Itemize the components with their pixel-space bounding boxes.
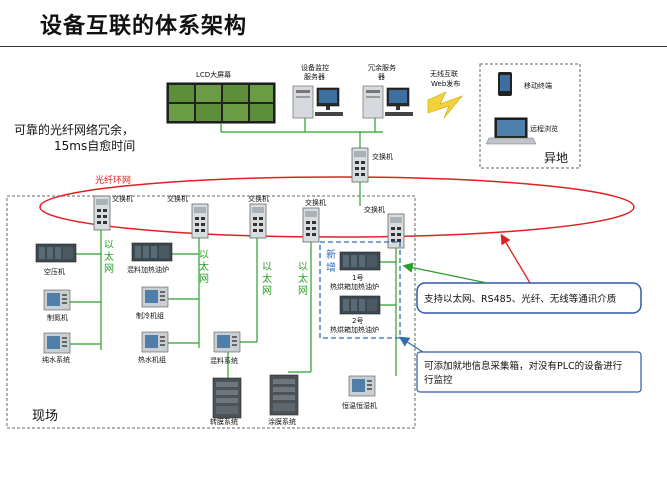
redundancy-note-line1: 可靠的光纤网络冗余， <box>14 122 134 137</box>
ethernet-label-4: 以 太 网 <box>298 262 308 297</box>
monitor-server-label-1: 设备监控 <box>301 63 329 72</box>
ethernet-label-2: 以 太 网 <box>199 250 209 285</box>
ring-switch-4-label: 交换机 <box>305 198 326 207</box>
nitrogen-hmi-icon <box>43 289 71 311</box>
mixer-oil-label: 混料加热油炉 <box>127 265 169 274</box>
pure-water-label: 纯水系统 <box>42 355 70 364</box>
remote-area-box <box>479 63 581 169</box>
mobile-terminal-icon <box>498 72 512 96</box>
svg-text:网: 网 <box>104 263 114 275</box>
mixer-system-hmi-icon <box>213 331 241 353</box>
chiller-label: 制冷机组 <box>136 311 164 320</box>
site-label: 现场 <box>32 409 58 424</box>
remote-view-label: 远程浏览 <box>530 124 558 133</box>
laptop-icon <box>485 117 537 145</box>
oven-2-plc-icon <box>339 295 381 315</box>
ring-switch-2-icon <box>191 203 209 239</box>
protocols-callout-box <box>416 282 642 314</box>
oven-2-number: 2号 <box>352 317 363 325</box>
collector-to-new-arrow <box>398 336 424 353</box>
redundancy-note-line2: 15ms自愈时间 <box>54 138 135 153</box>
ring-switch-1-label: 交换机 <box>112 194 133 203</box>
const-temp-hmi-icon <box>348 375 376 397</box>
svg-text:太: 太 <box>199 260 209 273</box>
fiber-ring <box>39 176 635 238</box>
mobile-terminal-label: 移动终端 <box>524 81 552 90</box>
wireless-label-2: Web发布 <box>431 79 460 88</box>
mixer-oil-plc-icon <box>131 242 173 262</box>
const-temp-label: 恒温恒湿机 <box>342 401 377 410</box>
page-title: 设备互联的体系架构 <box>40 13 248 39</box>
collector-callout-box <box>416 351 642 393</box>
collector-callout-line2: 行监控 <box>424 374 453 386</box>
top-switch-icon <box>351 147 369 183</box>
pure-water-hmi-icon <box>43 332 71 354</box>
ring-switch-5-icon <box>387 213 405 249</box>
chiller-hmi-icon <box>141 286 169 308</box>
svg-text:网: 网 <box>262 285 272 297</box>
turning-label: 转膜系统 <box>210 417 238 426</box>
ethernet-label-1: 以 太 网 <box>104 240 114 275</box>
hot-water-hmi-icon <box>141 331 169 353</box>
new-label-2: 增 <box>326 261 336 274</box>
coating-cabinet-icon <box>269 374 299 416</box>
oven-1-number: 1号 <box>352 274 363 282</box>
air-compressor-label: 空压机 <box>44 267 65 276</box>
protocols-callout-text: 支持以太网、RS485、光纤、无线等通讯介质 <box>424 293 617 305</box>
oven-1-plc-icon <box>339 251 381 271</box>
title-divider <box>0 46 667 47</box>
wireless-lightning-icon <box>427 91 463 119</box>
remote-area-label: 异地 <box>544 151 568 165</box>
ring-switch-3-label: 交换机 <box>248 194 269 203</box>
ring-switch-1-icon <box>93 195 111 231</box>
svg-text:以: 以 <box>104 240 114 251</box>
ring-switch-2-label: 交换机 <box>167 194 188 203</box>
new-devices-box <box>319 241 401 339</box>
top-lan-lines <box>220 118 383 148</box>
protocols-to-ethernet-arrow <box>402 262 488 284</box>
ethernet-label-3: 以 太 网 <box>262 262 272 297</box>
wireless-label-1: 无线互联 <box>430 69 458 78</box>
protocols-to-ring-arrow <box>500 233 531 284</box>
nitrogen-label: 制氮机 <box>47 313 68 322</box>
svg-text:网: 网 <box>199 273 209 285</box>
svg-text:以: 以 <box>298 262 308 273</box>
redundant-server-icon <box>362 85 414 119</box>
turning-cabinet-icon <box>212 377 242 419</box>
oven-2-name: 热烘箱加热油炉 <box>330 325 379 334</box>
svg-text:网: 网 <box>298 285 308 297</box>
collector-callout-line1: 可添加就地信息采集箱，对没有PLC的设备进行 <box>424 360 623 372</box>
top-switch-label: 交换机 <box>372 152 393 161</box>
fiber-ring-label: 光纤环网 <box>95 174 131 186</box>
mixer-system-label: 混料系统 <box>210 356 238 365</box>
air-compressor-plc-icon <box>35 243 77 263</box>
svg-text:太: 太 <box>104 250 114 263</box>
oven-1-name: 热烘箱加热油炉 <box>330 282 379 291</box>
site-ethernet-lines <box>70 230 397 378</box>
lcd-label: LCD大屏幕 <box>196 70 231 79</box>
svg-text:太: 太 <box>262 272 272 285</box>
hot-water-label: 热水机组 <box>138 355 166 364</box>
redundant-server-label-2: 器 <box>378 73 385 81</box>
svg-text:以: 以 <box>262 262 272 273</box>
ring-switch-3-icon <box>249 203 267 239</box>
svg-text:太: 太 <box>298 272 308 285</box>
svg-text:以: 以 <box>199 250 209 261</box>
coating-label: 涂膜系统 <box>268 417 296 426</box>
monitor-server-label-2: 服务器 <box>304 72 325 81</box>
monitor-server-icon <box>292 85 344 119</box>
lcd-video-wall-icon <box>166 82 276 124</box>
redundant-server-label-1: 冗余服务 <box>368 63 396 72</box>
new-label-1: 新 <box>326 248 336 261</box>
ring-switch-4-icon <box>302 207 320 243</box>
ring-switch-5-label: 交换机 <box>364 205 385 214</box>
